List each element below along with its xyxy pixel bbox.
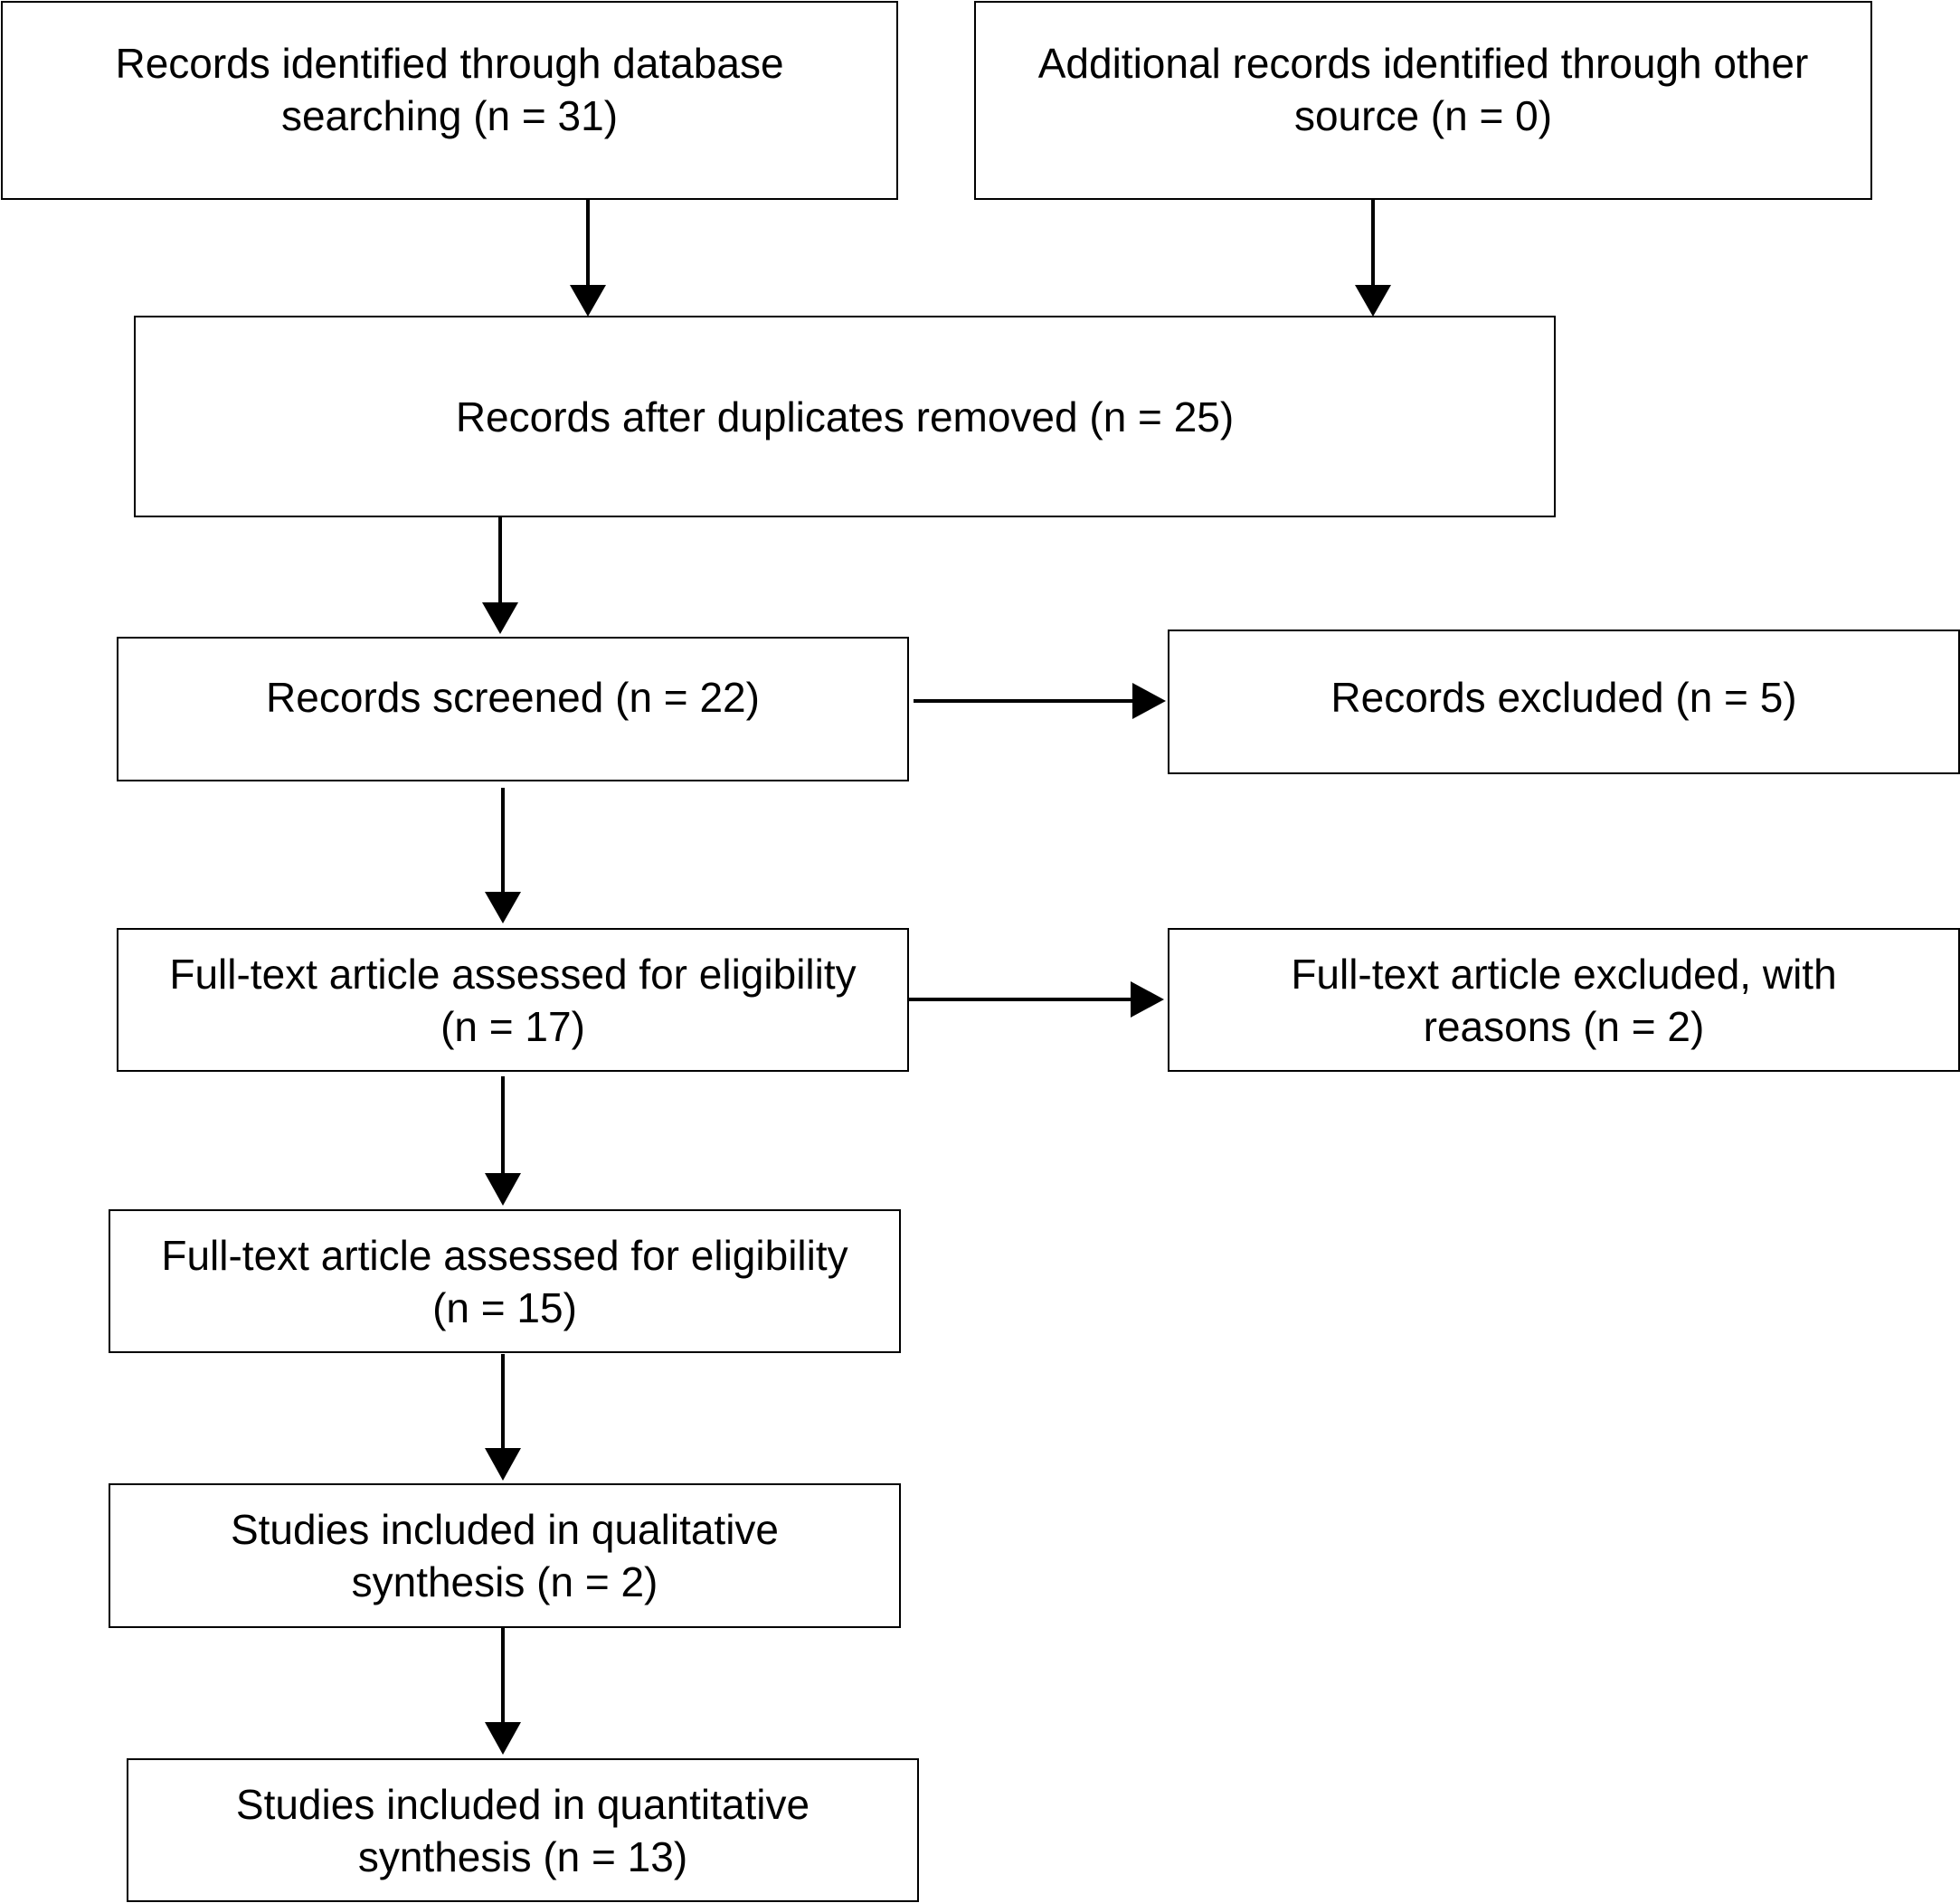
arrow-other-to-deduplicated	[1355, 199, 1391, 317]
arrow-screened-to-excluded	[914, 683, 1166, 719]
box-quantitative-synthesis: Studies included in quantitative synthes…	[127, 1758, 919, 1902]
box-other-records: Additional records identified through ot…	[974, 1, 1872, 200]
box-fulltext-assessed-2-label: Full-text article assessed for eligibili…	[161, 1231, 848, 1331]
box-records-screened: Records screened (n = 22)	[117, 637, 909, 781]
box-qualitative-synthesis: Studies included in qualitative synthesi…	[109, 1483, 901, 1628]
box-records-screened-label: Records screened (n = 22)	[266, 674, 760, 721]
box-database-records-label: Records identified through database sear…	[115, 40, 784, 139]
box-other-records-label: Additional records identified through ot…	[1037, 40, 1809, 139]
box-after-duplicates-label: Records after duplicates removed (n = 25…	[455, 393, 1235, 440]
box-after-duplicates: Records after duplicates removed (n = 25…	[134, 316, 1556, 517]
box-fulltext-assessed-1: Full-text article assessed for eligibili…	[117, 928, 909, 1072]
box-records-excluded: Records excluded (n = 5)	[1168, 630, 1960, 774]
box-fulltext-assessed-2: Full-text article assessed for eligibili…	[109, 1209, 901, 1353]
arrow-database-to-deduplicated	[570, 199, 606, 317]
box-fulltext-assessed-1-label: Full-text article assessed for eligibili…	[169, 950, 857, 1050]
arrow-deduplicated-to-screened	[482, 517, 518, 634]
box-qualitative-synthesis-label: Studies included in qualitative synthesi…	[230, 1506, 780, 1605]
box-quantitative-synthesis-label: Studies included in quantitative synthes…	[235, 1780, 810, 1880]
arrow-fulltext-1-to-fulltext-2	[485, 1076, 521, 1206]
arrow-screened-to-fulltext-1	[485, 788, 521, 923]
box-database-records: Records identified through database sear…	[1, 1, 898, 200]
box-fulltext-excluded-label: Full-text article excluded, with reasons…	[1291, 950, 1837, 1050]
arrow-fulltext-to-excluded	[909, 981, 1164, 1018]
arrow-fulltext-2-to-qualitative	[485, 1354, 521, 1481]
box-fulltext-excluded: Full-text article excluded, with reasons…	[1168, 928, 1960, 1072]
arrow-qualitative-to-quantitative	[485, 1628, 521, 1755]
box-records-excluded-label: Records excluded (n = 5)	[1330, 674, 1797, 721]
